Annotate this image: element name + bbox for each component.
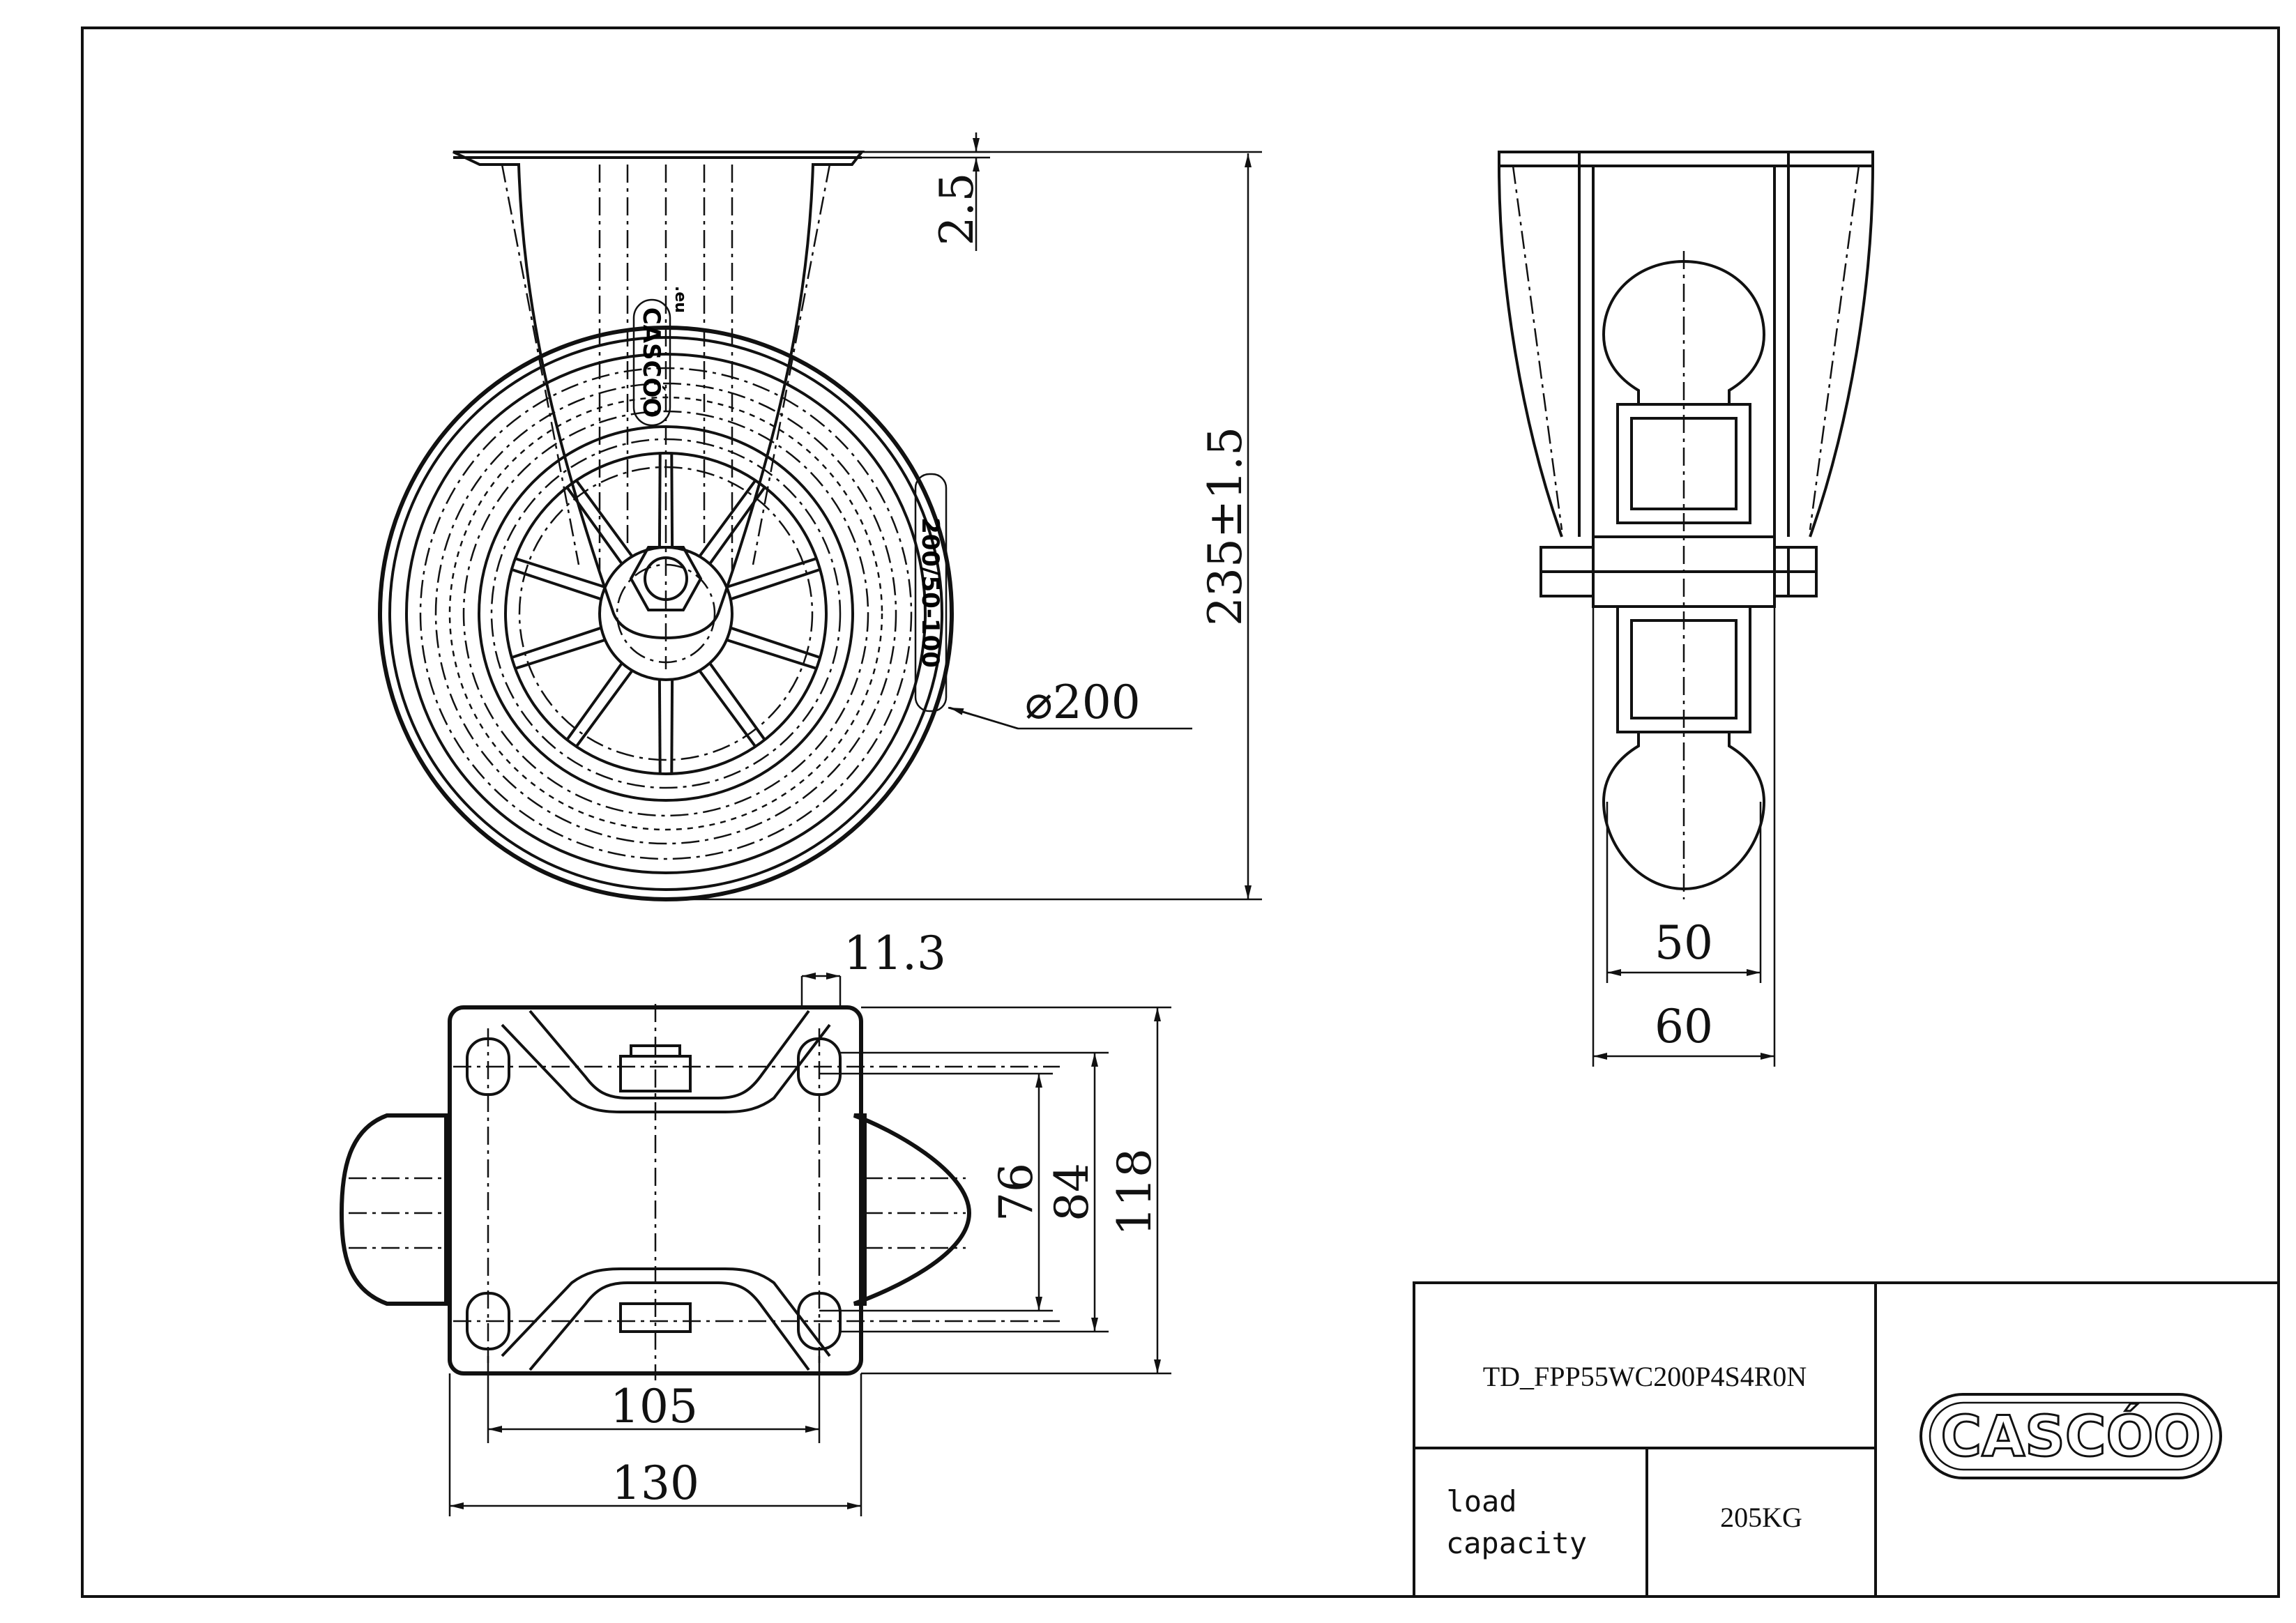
wheel-spoke-edge [698,669,757,748]
casco-logo: CASCÓO [1919,1393,2222,1479]
svg-text:200/50-100: 200/50-100 [916,517,944,668]
dim-hole-spacing-width: 105 [610,1380,698,1433]
svg-text:CASCÓO: CASCÓO [637,307,666,418]
load-label-line2: capacity [1446,1526,1587,1560]
wheel-spoke-edge [515,557,606,589]
dim-wheel-diameter: ⌀200 [1025,676,1141,729]
wheel-spoke-edge [515,638,606,670]
wheel-spoke-edge [708,662,766,741]
load-label-line1: load [1446,1484,1516,1518]
front-view-dimensions: 2.5 235±1.5 ⌀200 [666,132,1262,901]
wheel-spoke-edge [730,626,821,660]
bracket-logo: CASCÓO .eu [632,286,689,427]
part-code: TD_FPP55WC200P4S4R0N [1483,1361,1807,1392]
side-view-dimensions: 50 60 [1592,607,1776,1067]
dim-hub-width: 60 [1655,1000,1713,1053]
dim-hole-spacing-short: 76 [989,1163,1043,1221]
front-view: 200/50-100 CASCÓO .eu [378,151,954,901]
dim-plate-length: 118 [1108,1148,1162,1236]
wheel-spoke-edge [730,567,821,601]
side-view [1498,151,1874,899]
wheel-spoke-edge [575,669,634,748]
wheel-spoke-edge [670,679,674,774]
dim-overall-height: 235±1.5 [1199,427,1252,626]
svg-text:.eu: .eu [671,286,689,313]
wheel-spoke-edge [511,626,602,660]
wheel-spoke-edge [698,479,757,558]
wheel-spoke-edge [575,479,634,558]
wheel-spoke-edge [511,567,602,601]
top-view [339,1004,1060,1380]
drawing-frame [81,26,2280,1598]
wheel-spoke-edge [726,557,817,589]
load-value: 205KG [1720,1502,1802,1533]
dim-top-plate-thickness: 2.5 [930,173,984,246]
dim-plate-width: 130 [611,1456,699,1510]
wheel-spoke-edge [670,453,674,548]
top-view-dimensions: 11.3 76 84 118 105 130 [448,927,1171,1516]
wheel-spoke-edge [565,662,623,741]
svg-text:CASCÓO: CASCÓO [1941,1403,2201,1469]
dim-hole-offset: 11.3 [844,927,946,980]
dim-tread-width: 50 [1655,916,1713,970]
wheel-spoke-edge [726,638,817,670]
title-block: TD_FPP55WC200P4S4R0N load capacity 205KG… [1413,1281,2280,1598]
dim-hole-spacing-mid: 84 [1045,1163,1099,1221]
wheel-marking: 200/50-100 [914,473,948,713]
